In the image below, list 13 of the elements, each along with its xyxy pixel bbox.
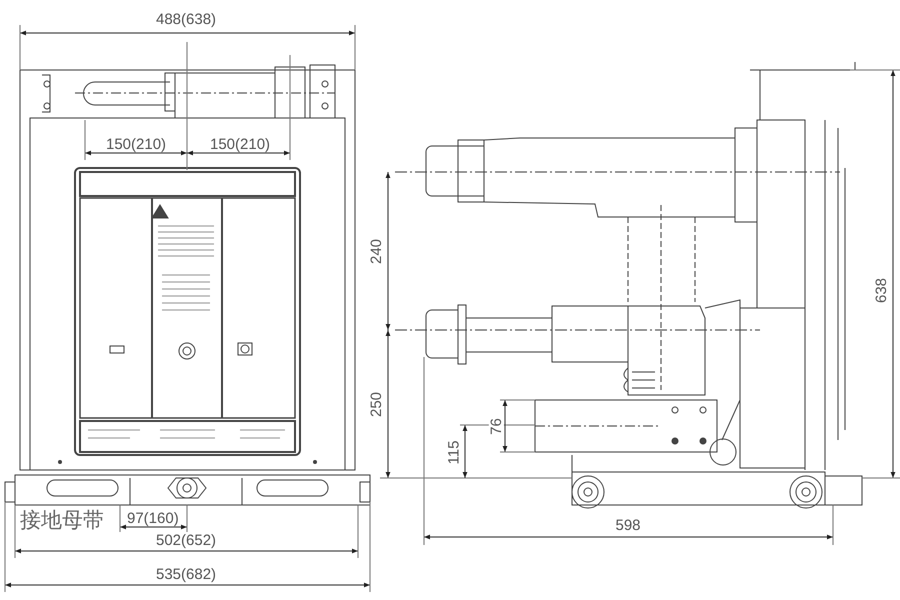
dimension-label: 76 xyxy=(488,416,504,436)
dimension-label: 150(210) xyxy=(105,136,168,152)
dimension-label: 502(652) xyxy=(155,532,218,548)
dimension-label: 488(638) xyxy=(155,12,218,26)
dimension-label: 598 xyxy=(614,518,642,532)
dimension-label: 535(682) xyxy=(155,566,218,582)
dimension-label: 150(210) xyxy=(209,136,272,152)
part-label: 接地母带 xyxy=(19,510,105,530)
dimension-label: 250 xyxy=(368,390,384,418)
dimension-label: 115 xyxy=(446,439,462,465)
dimension-label: 638 xyxy=(874,276,889,304)
dimension-label: 240 xyxy=(368,237,384,265)
dimension-label: 97(160) xyxy=(126,510,180,526)
